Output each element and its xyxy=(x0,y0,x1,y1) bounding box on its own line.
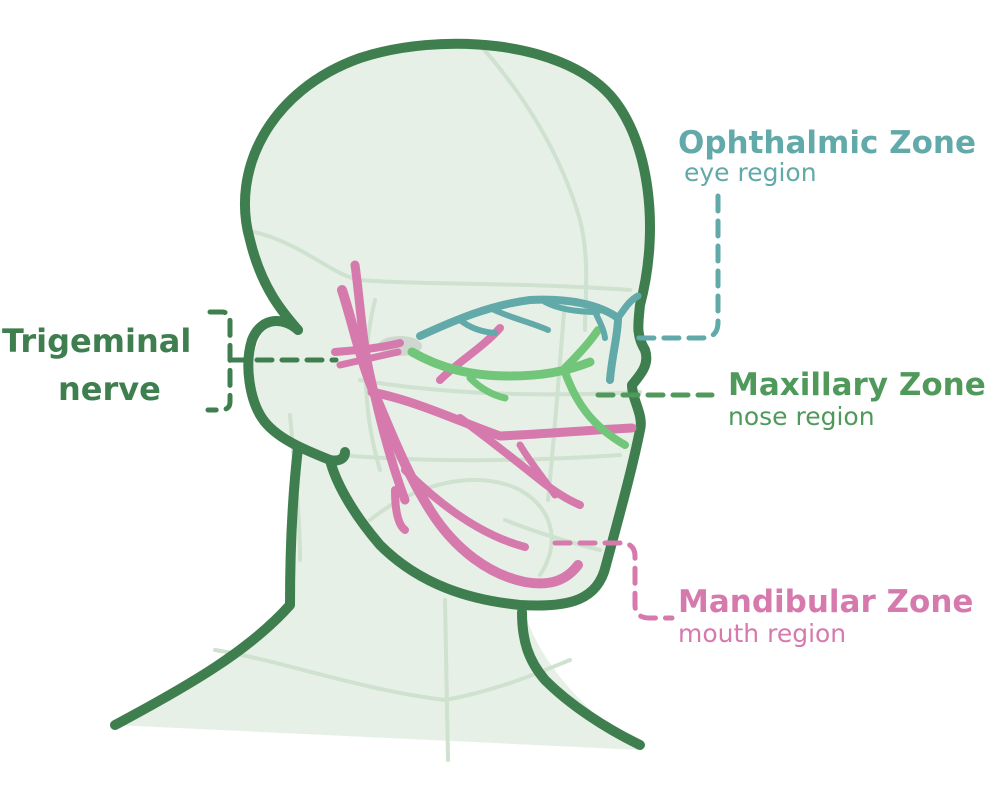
neck-outline-right xyxy=(517,607,645,750)
ophthalmic-subtitle: eye region xyxy=(684,158,817,187)
maxillary-nerve-lower xyxy=(561,368,629,449)
guide-brow xyxy=(243,228,632,292)
ophthalmic-nerve-main xyxy=(416,295,622,340)
head-outline xyxy=(239,38,655,611)
maxillary-branch xyxy=(407,326,629,449)
mandibular-title: Mandibular Zone xyxy=(678,584,973,620)
ophthalmic-title: Ophthalmic Zone xyxy=(678,125,976,161)
ophthalmic-nerve-twig-d xyxy=(592,309,608,341)
guide-chin xyxy=(503,518,602,552)
ophthalmic-callout-line xyxy=(627,193,721,341)
maxillary-subtitle: nose region xyxy=(728,402,875,431)
guide-cheek-line xyxy=(338,453,622,463)
neck-outline-left xyxy=(110,443,303,730)
guide-midface xyxy=(546,298,567,502)
guide-jaw-curve xyxy=(368,478,554,577)
mandibular-branch xyxy=(331,260,637,589)
guide-eye-line xyxy=(358,378,642,397)
mandibular-nerve-root2 xyxy=(336,348,402,369)
mandibular-subtitle: mouth region xyxy=(678,619,846,648)
ophthalmic-nerve-vertical xyxy=(606,314,622,384)
maxillary-nerve-upper xyxy=(561,326,602,372)
mandibular-nerve-cheek xyxy=(367,387,637,441)
ophthalmic-nerve-twig-a xyxy=(487,305,551,333)
mandibular-nerve-chin xyxy=(401,466,529,551)
neck-shoulders-fill xyxy=(115,445,640,750)
mandibular-nerve-jaw xyxy=(391,486,409,534)
trigeminal-bracket xyxy=(205,309,233,413)
ophthalmic-nerve-top xyxy=(614,292,642,322)
trigeminal-label-line1: Trigeminal xyxy=(2,322,191,360)
ear-outline xyxy=(243,316,350,466)
face-guide-lines xyxy=(213,43,642,762)
mandibular-nerve-twig xyxy=(516,441,559,499)
ophthalmic-branch xyxy=(416,292,642,384)
guide-neck-center xyxy=(443,598,450,762)
maxillary-title: Maxillary Zone xyxy=(728,367,986,403)
trigeminal-label-line2: nerve xyxy=(58,370,161,408)
mandibular-nerve-lower xyxy=(456,414,584,509)
guide-cheekbone xyxy=(363,298,382,472)
mandibular-nerve-root xyxy=(331,339,404,356)
guide-crown xyxy=(478,43,589,332)
guide-collar-right xyxy=(443,658,572,702)
mandibular-callout-line xyxy=(552,540,675,621)
mandibular-nerve-upper xyxy=(350,260,410,505)
ophthalmic-nerve-twig-b xyxy=(457,317,498,336)
maxillary-nerve-branch xyxy=(466,374,509,402)
